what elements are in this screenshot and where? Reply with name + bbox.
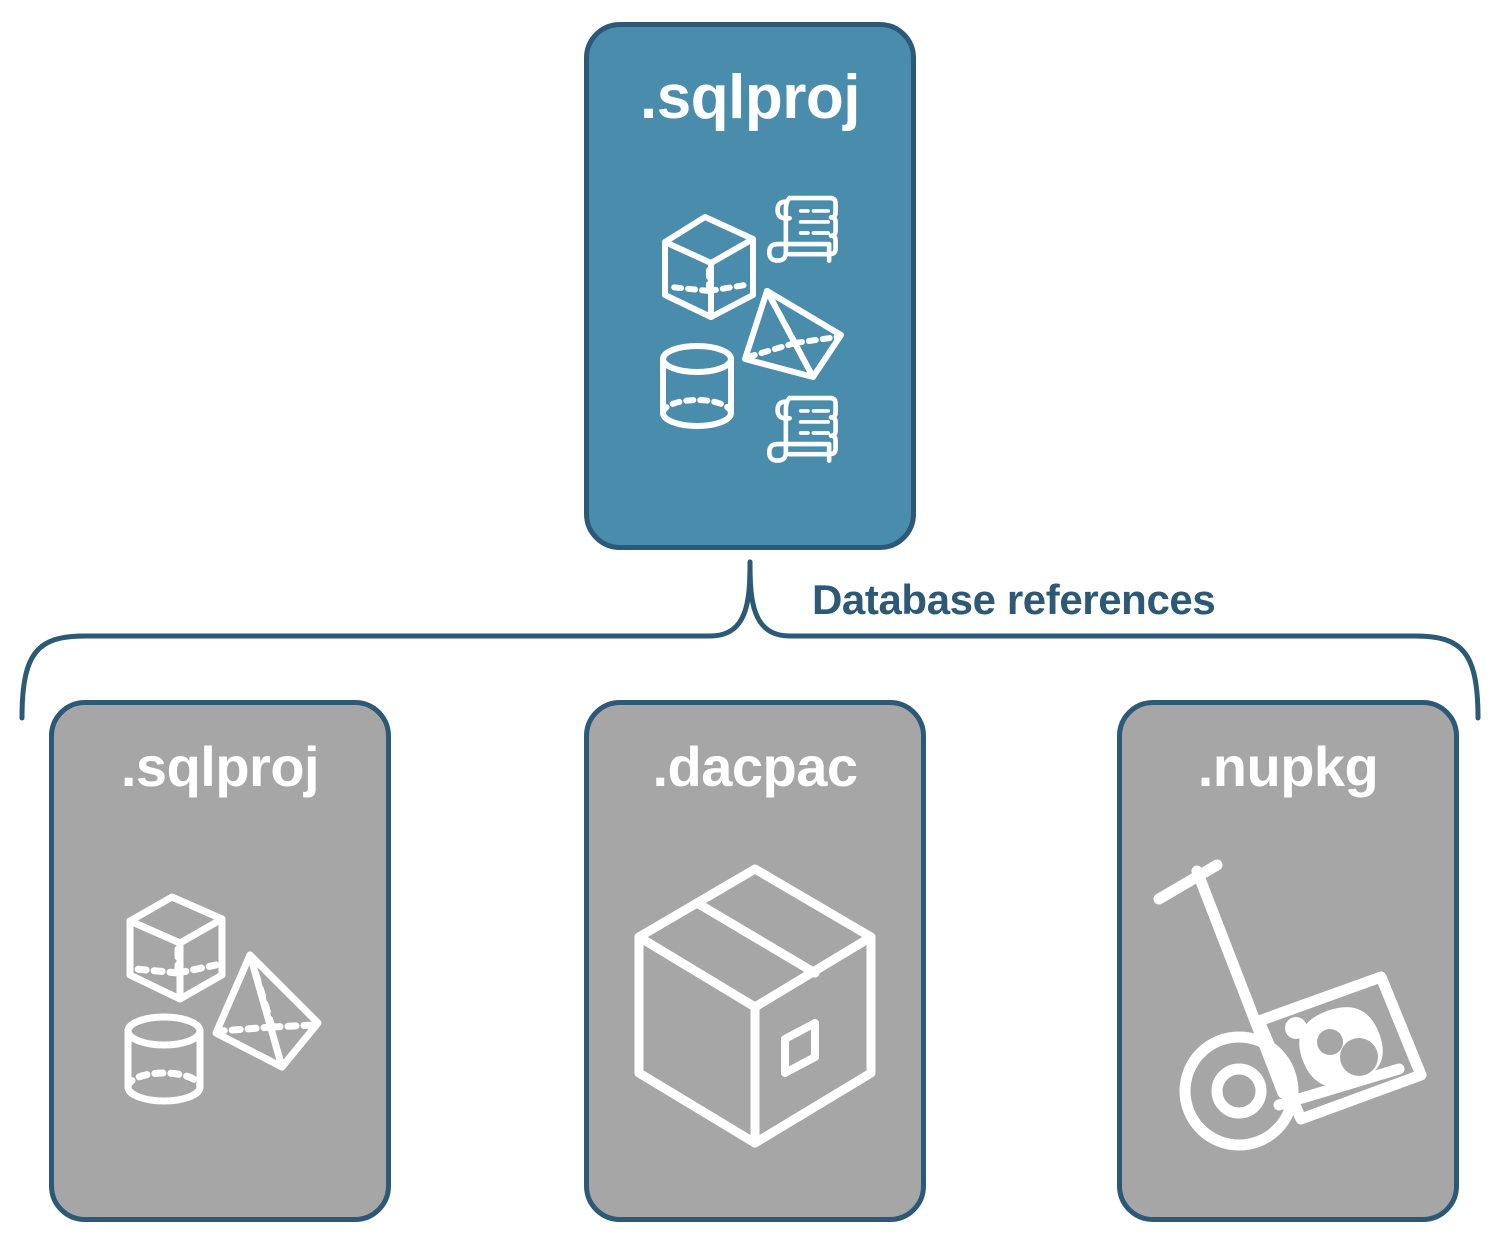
pyramid-icon	[742, 288, 844, 380]
hand-truck-nuget-package-icon	[1153, 859, 1427, 1151]
pyramid-icon	[212, 951, 322, 1071]
node-title: .sqlproj	[640, 63, 860, 132]
cylinder-icon	[124, 1013, 204, 1105]
edge-label-database-references: Database references	[812, 576, 1216, 623]
cube-icon	[126, 893, 226, 1003]
node-icon-group-nupkg	[1122, 795, 1454, 1217]
node-icon-group-root	[589, 129, 911, 545]
script-scroll-icon	[767, 395, 838, 463]
node-title: .dacpac	[652, 735, 858, 798]
node-title: .sqlproj	[120, 735, 320, 798]
node-sqlproj-root[interactable]: .sqlproj	[584, 22, 916, 550]
node-nupkg-reference[interactable]: .nupkg	[1117, 700, 1459, 1222]
node-icon-group-dacpac	[589, 795, 921, 1217]
package-box-icon	[634, 864, 876, 1148]
node-sqlproj-reference[interactable]: .sqlproj	[49, 700, 391, 1222]
cylinder-icon	[660, 343, 734, 429]
node-dacpac-reference[interactable]: .dacpac	[584, 700, 926, 1222]
script-scroll-icon	[767, 195, 838, 263]
node-icon-group-sqlproj	[54, 795, 386, 1217]
node-title: .nupkg	[1197, 735, 1379, 798]
cube-icon	[662, 214, 756, 320]
